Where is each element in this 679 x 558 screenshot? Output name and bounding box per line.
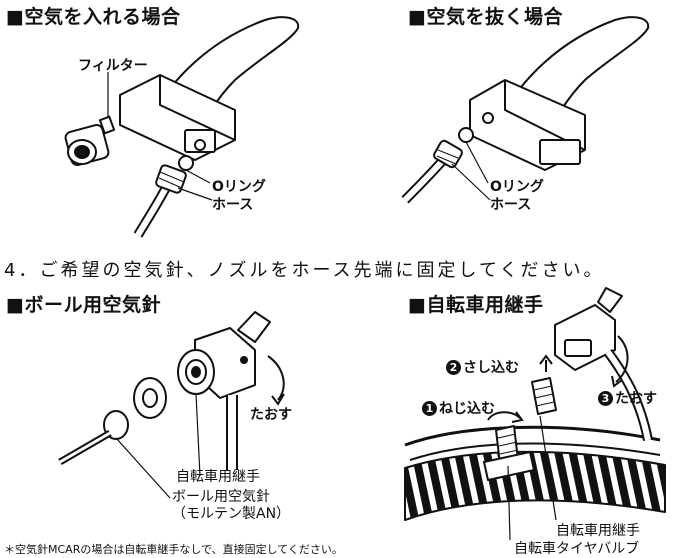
bike-joint-label: 自転車用継手	[556, 523, 640, 539]
deflate-diagram	[401, 16, 650, 204]
bike-title: ■自転車用継手	[408, 294, 544, 316]
bike-port	[564, 339, 592, 357]
ball-tilt-label: たおす	[250, 407, 292, 423]
deflate-port	[539, 139, 581, 165]
deflate-oring-leader	[465, 141, 489, 184]
step1-text: ねじ込む	[439, 401, 495, 417]
inflate-oring-label: Oリング	[212, 179, 266, 195]
ball-title: ■ボール用空気針	[6, 294, 161, 316]
bike-lever	[597, 287, 623, 313]
deflate-hose-leader	[451, 163, 491, 201]
inflate-oring-leader	[185, 169, 211, 184]
ball-needle-label: ボール用空気針	[172, 489, 270, 505]
step3-badge: 3	[598, 391, 613, 406]
ball-needle-leader	[115, 437, 171, 499]
inflate-port-hole	[194, 139, 206, 151]
step3-text: たおす	[615, 391, 657, 407]
bike-joint-leader	[539, 415, 557, 521]
deflate-title: ■空気を抜く場合	[408, 6, 563, 28]
ball-needle-sublabel: （モルテン製AN）	[172, 506, 291, 522]
deflate-hose-label: ホース	[490, 197, 532, 213]
inflate-title: ■空気を入れる場合	[6, 6, 181, 28]
bike-valve-stem	[483, 451, 535, 481]
filter-label: フィルター	[78, 58, 148, 74]
step4-instruction: 4．ご希望の空気針、ノズルをホース先端に固定してください。	[4, 260, 605, 281]
bike-valve-label: 自転車タイヤバルブ	[514, 541, 640, 557]
bike-joint-head	[554, 304, 616, 371]
bike-rim-outer	[404, 425, 661, 447]
step2-badge: 2	[446, 360, 461, 375]
bike-tire	[404, 450, 666, 521]
ball-needle-base	[103, 410, 129, 440]
bike-tilt-arrow	[615, 335, 629, 383]
bike-rim-inner	[409, 442, 661, 461]
ball-diagram	[58, 311, 271, 470]
bike-screw-arrow	[487, 411, 521, 421]
deflate-oring-label: Oリング	[490, 179, 544, 195]
footnote: ＊空気針MCARの場合は自転車継手なしで、直接固定してください。	[4, 543, 343, 556]
inflate-diagram	[64, 16, 300, 238]
deflate-oring	[458, 127, 474, 143]
ball-lever	[237, 311, 271, 343]
inflate-hose-fitting	[155, 164, 187, 194]
step2-text: さし込む	[463, 360, 519, 376]
bike-diagram	[404, 287, 666, 521]
inflate-hose-leader	[177, 187, 213, 201]
ball-joint-leader	[195, 393, 201, 477]
step1-badge: 1	[422, 401, 437, 416]
inflate-filter-stem	[98, 115, 116, 135]
ball-tilt-arrow	[267, 355, 285, 401]
inflate-oring	[178, 155, 194, 171]
ball-joint-label: 自転車用継手	[176, 469, 260, 485]
inflate-hose-label: ホース	[212, 197, 254, 213]
bike-valve-leader	[507, 465, 511, 541]
